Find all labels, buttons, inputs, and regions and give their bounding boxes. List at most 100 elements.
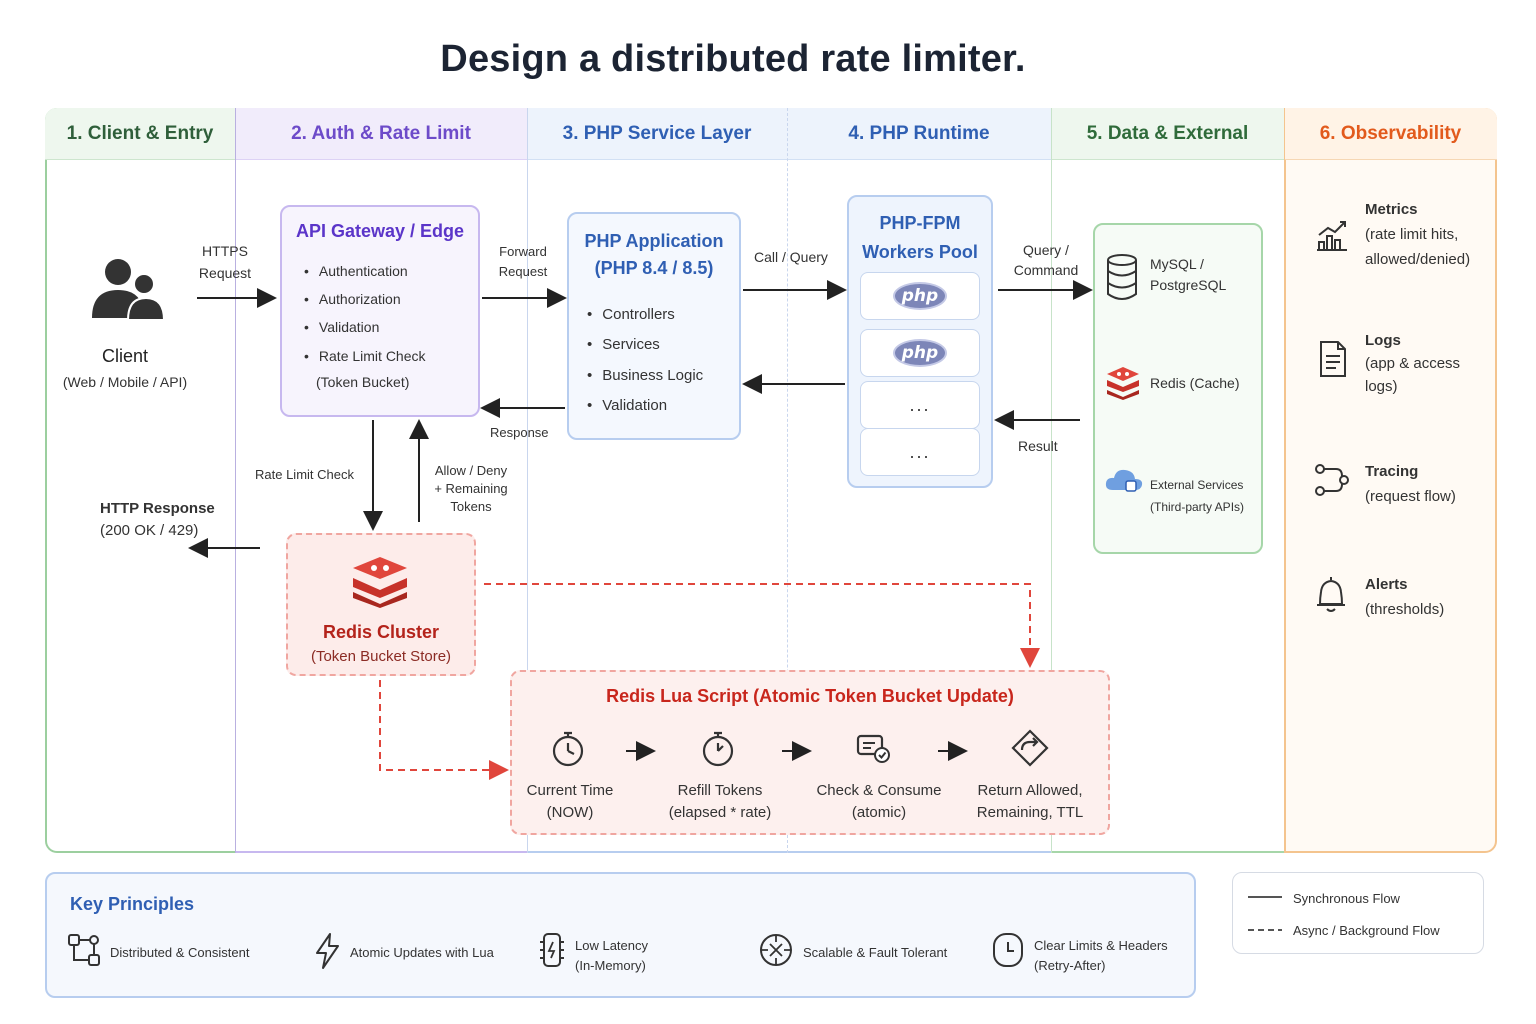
php-application-box: PHP Application (PHP 8.4 / 8.5) Controll… xyxy=(567,212,741,440)
metrics-sub: allowed/denied) xyxy=(1365,251,1471,268)
php-fpm-title: PHP-FPM Workers Pool xyxy=(849,209,991,267)
alerts-title: Alerts xyxy=(1365,576,1408,593)
external-line: (Third-party APIs) xyxy=(1150,500,1245,514)
principle-label: Clear Limits & Headers (Retry-After) xyxy=(1034,936,1168,976)
principle-line: (Retry-After) xyxy=(1034,958,1106,973)
lua-step-sub: (elapsed * rate) xyxy=(668,804,772,821)
https-label-line: Request xyxy=(198,265,252,281)
redis-cache-label: Redis (Cache) xyxy=(1150,375,1240,391)
tracing-flow-icon xyxy=(1315,464,1349,496)
db-label: MySQL / PostgreSQL xyxy=(1150,254,1226,296)
https-request-label: HTTPS Request xyxy=(190,240,260,284)
api-gateway-title: API Gateway / Edge xyxy=(295,221,465,241)
tracing-title: Tracing xyxy=(1365,463,1419,480)
rate-limit-check-label: Rate Limit Check xyxy=(255,467,354,482)
stopwatch-icon xyxy=(552,731,584,767)
external-line: External Services xyxy=(1150,478,1244,492)
allow-deny-line: + Remaining xyxy=(434,481,508,496)
worker-placeholder: ... xyxy=(909,394,931,415)
metrics-title: Metrics xyxy=(1365,201,1418,218)
check-consume-icon xyxy=(856,734,890,763)
scalable-network-icon xyxy=(760,934,792,966)
lua-step-title: Refill Tokens xyxy=(677,782,763,799)
redis-cluster-sub: (Token Bucket Store) xyxy=(310,648,452,665)
bell-icon xyxy=(1317,577,1345,612)
logs-sub: logs) xyxy=(1365,378,1398,395)
key-principles-title: Key Principles xyxy=(70,894,195,914)
https-label-line: HTTPS xyxy=(202,243,248,259)
gateway-item: Authentication xyxy=(304,263,408,279)
worker-placeholder: ... xyxy=(909,441,931,462)
logs-sub: (app & access xyxy=(1365,355,1461,372)
fpm-worker: php xyxy=(860,329,980,377)
query-command-label: Query / Command xyxy=(1006,240,1086,280)
result-label: Result xyxy=(1018,438,1058,454)
external-services-label: External Services (Third-party APIs) xyxy=(1150,474,1244,518)
lua-step-sub: (NOW) xyxy=(546,804,594,821)
principle-label: Atomic Updates with Lua xyxy=(350,945,494,960)
legend-dashed-line xyxy=(1248,929,1282,931)
php-app-item: Business Logic xyxy=(587,367,703,384)
php-app-item: Validation xyxy=(587,397,667,414)
php-logo-icon: php xyxy=(893,282,947,310)
lane-separator xyxy=(527,108,528,853)
http-response-title: HTTP Response xyxy=(100,500,215,517)
principle-line: Low Latency xyxy=(575,938,648,953)
redis-icon xyxy=(1107,367,1139,400)
lane-separator xyxy=(1284,108,1285,853)
lane-separator xyxy=(1051,108,1052,853)
clock-icon xyxy=(993,933,1023,967)
document-icon xyxy=(1320,341,1346,377)
lua-step-sub: Remaining, TTL xyxy=(976,804,1084,821)
lane-observability-bg xyxy=(1284,108,1497,853)
legend-async-label: Async / Background Flow xyxy=(1293,923,1440,938)
api-gateway-box: API Gateway / Edge Authentication Author… xyxy=(280,205,480,417)
lua-step-check: Check & Consume (atomic) xyxy=(808,780,950,824)
client-sub: (Web / Mobile / API) xyxy=(62,374,188,390)
lua-script-title: Redis Lua Script (Atomic Token Bucket Up… xyxy=(606,686,1014,706)
arrow-async-to-lua xyxy=(484,583,1040,668)
query-line: Command xyxy=(1013,262,1079,278)
php-app-item: Services xyxy=(587,336,660,353)
php-app-title-line: PHP Application xyxy=(584,231,724,251)
allow-deny-label: Allow / Deny + Remaining Tokens xyxy=(425,462,517,516)
lua-step-title: Return Allowed, xyxy=(977,782,1083,799)
fpm-worker: php xyxy=(860,272,980,320)
principle-label: Low Latency (In-Memory) xyxy=(575,936,648,976)
redis-icon xyxy=(353,557,407,608)
call-query-label: Call / Query xyxy=(754,249,828,265)
lua-step-sub: (atomic) xyxy=(851,804,907,821)
legend-solid-line xyxy=(1248,896,1282,898)
php-app-title-line: (PHP 8.4 / 8.5) xyxy=(594,258,714,278)
forward-line: Forward xyxy=(499,244,547,259)
lane-separator xyxy=(787,108,788,853)
metrics-chart-icon xyxy=(1317,221,1347,251)
principle-line: Clear Limits & Headers xyxy=(1034,938,1168,953)
lua-step-title: Current Time xyxy=(526,782,614,799)
page-title: Design a distributed rate limiter. xyxy=(440,38,1026,80)
lane-separator xyxy=(235,108,236,853)
stopwatch-icon xyxy=(702,731,734,767)
lightning-icon xyxy=(316,933,339,969)
alerts-sub: (thresholds) xyxy=(1365,601,1445,618)
gateway-item: Validation xyxy=(304,319,379,335)
fpm-worker: ... xyxy=(860,381,980,429)
cloud-icon xyxy=(1105,469,1143,492)
logs-label: Logs (app & access logs) xyxy=(1365,329,1460,398)
principle-line: (In-Memory) xyxy=(575,958,646,973)
response-label: Response xyxy=(490,425,549,440)
database-icon xyxy=(1107,254,1137,300)
metrics-label: Metrics (rate limit hits, allowed/denied… xyxy=(1365,197,1470,272)
db-line: PostgreSQL xyxy=(1150,277,1227,293)
lua-step-refill: Refill Tokens (elapsed * rate) xyxy=(655,780,785,824)
lua-step-current-time: Current Time (NOW) xyxy=(510,780,630,824)
redis-cluster-title: Redis Cluster xyxy=(322,622,440,642)
legend-sync-label: Synchronous Flow xyxy=(1293,891,1400,906)
lua-step-return: Return Allowed, Remaining, TTL xyxy=(962,780,1098,824)
logs-title: Logs xyxy=(1365,332,1401,349)
gateway-item: Authorization xyxy=(304,291,401,307)
lane-header-observability: 6. Observability xyxy=(1284,108,1497,160)
principle-label: Scalable & Fault Tolerant xyxy=(803,945,948,960)
db-line: MySQL / xyxy=(1150,256,1204,272)
lane-header-runtime: 4. PHP Runtime xyxy=(787,108,1051,160)
